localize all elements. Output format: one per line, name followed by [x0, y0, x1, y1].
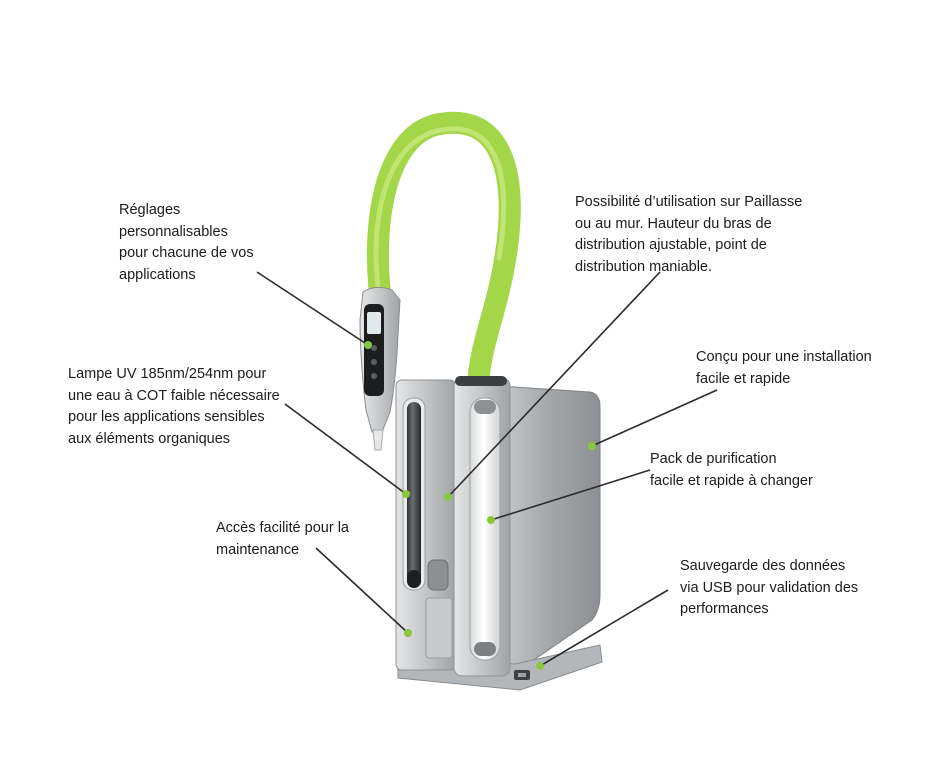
callout-line: Lampe UV 185nm/254nm pour [68, 366, 267, 382]
marker-paillasse [444, 493, 452, 501]
uv-lamp-tip [407, 570, 421, 588]
leader-line-markers [364, 341, 596, 670]
callout-easy-install: Conçu pour une installation facile et ra… [696, 347, 872, 390]
marker-usb [536, 662, 544, 670]
callout-uv-lamp: Lampe UV 185nm/254nm pour une eau à COT … [68, 364, 280, 450]
marker-acces [404, 629, 412, 637]
purification-pack-cap [474, 400, 496, 414]
purification-pack [469, 397, 501, 661]
leader-line-pack [490, 469, 651, 521]
callout-line: Réglages [119, 202, 181, 218]
callout-line: maintenance [216, 541, 300, 558]
callout-line: facile et rapide à changer [650, 472, 813, 489]
callout-line: une eau à COT faible nécessaire [68, 387, 280, 404]
handset-screen [367, 312, 381, 334]
callout-bench-or-wall: Possibilité d’utilisation sur Paillasse … [575, 192, 802, 278]
callout-line: distribution ajustable, point de [575, 237, 767, 253]
callout-line: Possibilité d’utilisation sur Paillasse [575, 194, 803, 210]
callout-line: distribution maniable. [575, 258, 713, 275]
maintenance-latch [427, 559, 449, 591]
handset-nozzle [372, 429, 384, 451]
leader-line-uv [284, 403, 407, 495]
purification-pack-bottom [474, 642, 496, 656]
marker-installation [588, 442, 596, 450]
maintenance-panel [425, 597, 453, 659]
callout-line: performances [680, 601, 769, 617]
unit-rear-body [497, 385, 601, 669]
callout-line: Sauvegarde des données [680, 558, 846, 574]
leader-line-acces [315, 547, 409, 634]
dispensing-arm-hose-highlight [373, 126, 507, 303]
callout-line: via USB pour validation des [680, 579, 859, 596]
callout-line: pour chacune de vos [119, 245, 254, 261]
callout-usb-backup: Sauvegarde des données via USB pour vali… [680, 556, 858, 621]
callout-line: Accès facilité pour la [216, 520, 349, 536]
callout-line: Pack de purification [650, 451, 777, 467]
callout-line: facile et rapide [696, 370, 791, 387]
callout-custom-settings: Réglages personnalisables pour chacune d… [119, 200, 254, 286]
marker-uv [402, 490, 410, 498]
callout-line: aux éléments organiques [68, 430, 231, 447]
callout-maintenance-access: Accès facilité pour la maintenance [216, 518, 349, 561]
leader-line-installation [591, 389, 718, 447]
callout-line: ou au mur. Hauteur du bras de [575, 215, 772, 232]
leader-line-reglages [256, 271, 369, 346]
uv-lamp [407, 402, 421, 588]
leader-line-paillasse [447, 271, 661, 498]
callout-purification-pack: Pack de purification facile et rapide à … [650, 449, 813, 492]
callout-line: Conçu pour une installation [696, 349, 872, 365]
unit-top-cap [455, 376, 507, 386]
handset-button-1 [371, 345, 377, 351]
callout-line: applications [119, 266, 196, 283]
leader-lines [256, 271, 718, 667]
callout-line: personnalisables [119, 223, 228, 240]
marker-reglages [364, 341, 372, 349]
usb-port-slot [518, 673, 526, 677]
leader-line-usb [539, 589, 669, 667]
handset-button-2 [371, 359, 377, 365]
handset-button-3 [371, 373, 377, 379]
callout-line: pour les applications sensibles [68, 409, 265, 425]
marker-pack [487, 516, 495, 524]
